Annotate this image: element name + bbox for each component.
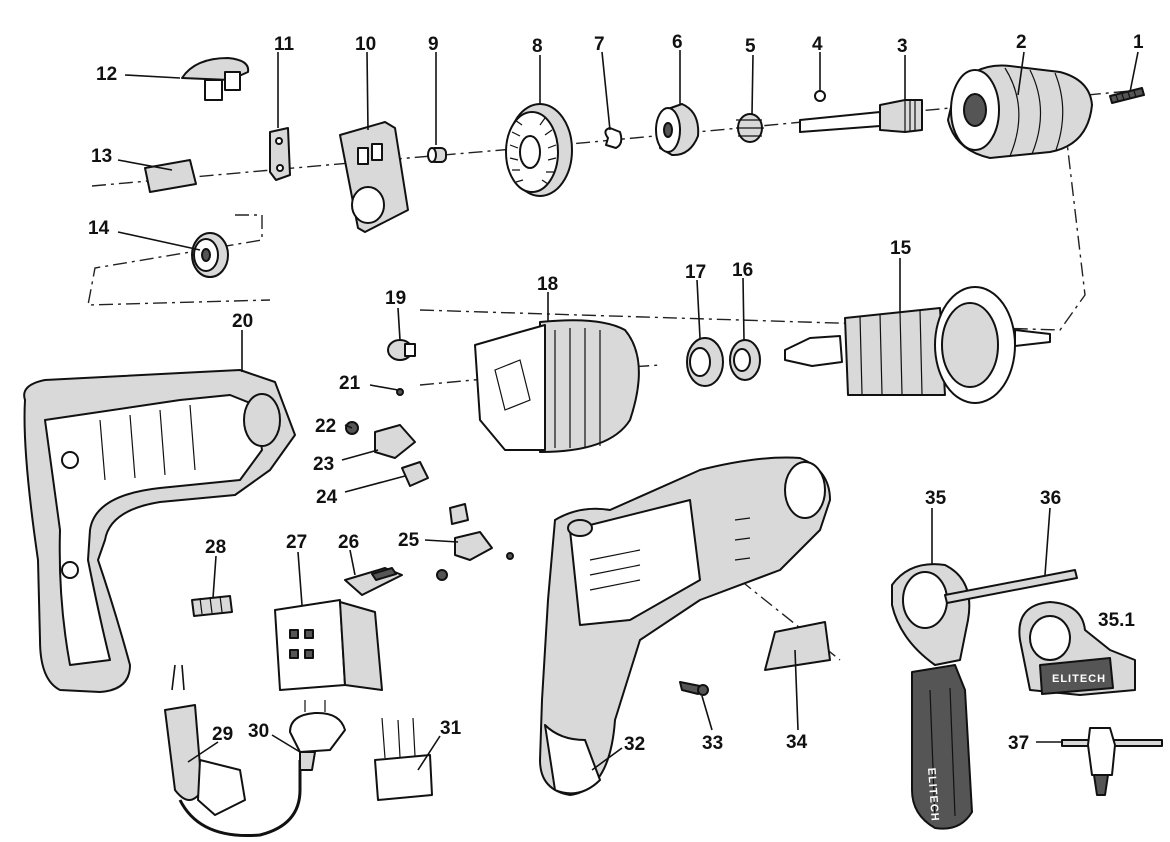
part-10-gear-plate[interactable] (339, 121, 409, 233)
label-9: 9 (428, 34, 439, 55)
part-15-armature[interactable] (784, 286, 1051, 404)
part-5-spring[interactable] (736, 113, 764, 143)
part-32-housing-assembly[interactable] (539, 456, 831, 796)
label-21: 21 (339, 373, 361, 394)
label-14: 14 (88, 218, 110, 239)
label-13: 13 (91, 146, 112, 167)
part-6-washer[interactable] (655, 103, 700, 157)
part-14-bearing[interactable] (191, 232, 229, 278)
part-33-screw[interactable] (679, 681, 709, 696)
part-27-switch[interactable] (274, 599, 383, 691)
label-11: 11 (274, 34, 295, 55)
label-29: 29 (212, 724, 233, 745)
label-17: 17 (685, 262, 706, 283)
label-20: 20 (232, 311, 253, 332)
label-24: 24 (316, 487, 338, 508)
label-32: 32 (624, 734, 645, 755)
label-37: 37 (1008, 733, 1029, 754)
part-16-bearing[interactable] (729, 339, 761, 381)
label-5: 5 (745, 36, 756, 57)
part-1-chuck-screw[interactable] (1109, 87, 1145, 104)
part-number-labels: 1 2 3 4 5 6 7 8 9 10 11 12 13 14 15 16 1… (88, 32, 1144, 755)
part-25-brush-assembly[interactable] (436, 503, 514, 581)
part-8-gear[interactable] (505, 103, 573, 197)
part-7-circlip[interactable] (604, 127, 623, 149)
label-16: 16 (732, 260, 753, 281)
part-21-brush-spring[interactable] (396, 388, 404, 396)
part-26-speed-regulator[interactable] (344, 567, 403, 596)
label-18: 18 (537, 274, 558, 295)
label-6: 6 (672, 32, 683, 53)
label-23: 23 (313, 454, 334, 475)
label-22: 22 (315, 416, 336, 437)
label-1: 1 (1133, 32, 1144, 53)
label-15: 15 (890, 238, 912, 259)
part-20-housing-left-half[interactable] (23, 369, 296, 693)
label-2: 2 (1016, 32, 1027, 53)
label-19: 19 (385, 288, 406, 309)
part-35-1-handle-bracket[interactable]: ELITECH (1018, 601, 1136, 696)
part-3-spindle[interactable] (799, 99, 923, 133)
part-36-depth-gauge-rod[interactable] (944, 569, 1078, 604)
part-35-side-handle[interactable]: ELITECH (891, 563, 973, 830)
part-34-rating-label[interactable] (764, 621, 831, 671)
label-10: 10 (355, 34, 376, 55)
label-8: 8 (532, 36, 543, 57)
part-4-steel-ball[interactable] (814, 90, 826, 102)
label-33: 33 (702, 733, 723, 754)
label-25: 25 (398, 530, 420, 551)
part-29-power-cord[interactable] (164, 664, 302, 838)
part-19-brush-cap[interactable] (387, 339, 416, 361)
label-31: 31 (440, 718, 462, 739)
label-3: 3 (897, 36, 908, 57)
part-28-suppressor[interactable] (191, 595, 233, 617)
label-34: 34 (786, 732, 808, 753)
part-37-chuck-key[interactable] (1061, 727, 1163, 796)
label-12: 12 (96, 64, 117, 85)
part-13-plate[interactable] (144, 159, 197, 193)
label-35: 35 (925, 488, 947, 509)
part-12-function-switch-knob[interactable] (181, 57, 250, 101)
part-18-stator[interactable] (474, 319, 640, 453)
label-35-1: 35.1 (1098, 610, 1135, 631)
label-4: 4 (812, 34, 823, 55)
label-27: 27 (286, 532, 307, 553)
label-26: 26 (338, 532, 359, 553)
part-9-bushing[interactable] (427, 147, 447, 163)
part-30-plug[interactable] (289, 700, 346, 771)
leader-lines (117, 50, 1139, 771)
part-2-drill-chuck[interactable] (947, 64, 1093, 159)
label-28: 28 (205, 537, 226, 558)
label-30: 30 (248, 721, 269, 742)
part-24-carbon-brush[interactable] (401, 461, 429, 487)
label-7: 7 (594, 34, 605, 55)
part-31-cord-clamp[interactable] (374, 717, 433, 801)
part-17-bearing[interactable] (686, 337, 724, 387)
part-23-brush-holder[interactable] (374, 424, 416, 459)
side-handle-brand-text: ELITECH (925, 767, 941, 822)
label-36: 36 (1040, 488, 1061, 509)
bracket-brand-text: ELITECH (1052, 673, 1106, 685)
part-11-shift-lever[interactable] (269, 127, 291, 181)
